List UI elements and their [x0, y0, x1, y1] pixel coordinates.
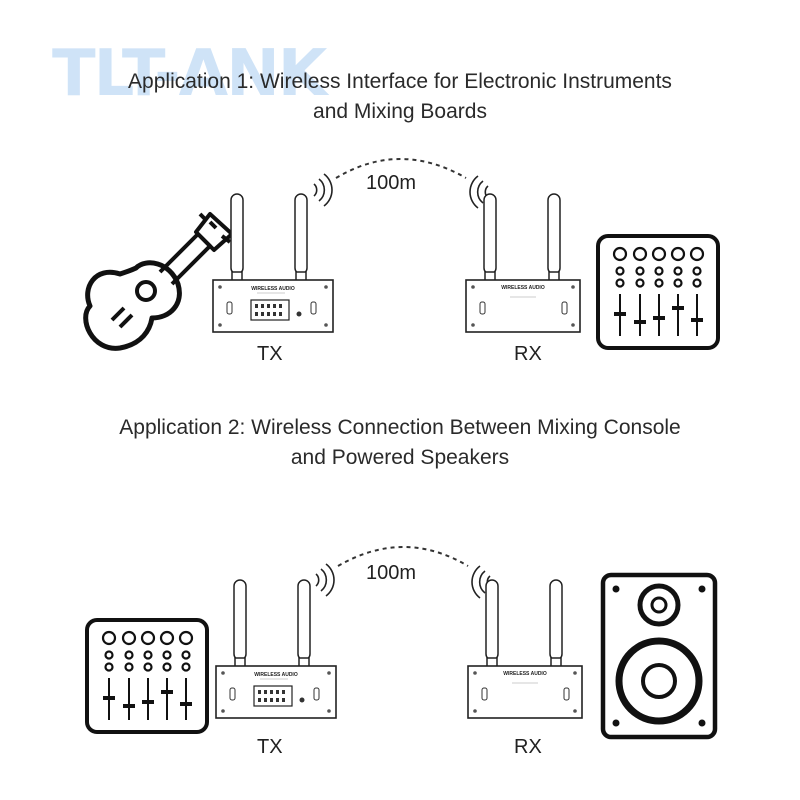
application-1-tx-label: TX	[257, 343, 283, 365]
application-1-wireless-link	[335, 158, 467, 179]
application-1-receiver	[466, 194, 580, 332]
application-2-title: Application 2: Wireless Connection Betwe…	[0, 413, 800, 473]
application-1-transmitter	[213, 194, 333, 332]
application-1-tx-brand: WIRELESS AUDIO	[251, 286, 295, 292]
mixing-board-icon	[85, 618, 209, 734]
application-2-title-line-1: Application 2: Wireless Connection Betwe…	[119, 416, 681, 439]
application-2-rx-brand: WIRELESS AUDIO	[503, 671, 547, 677]
application-1-rx-label: RX	[514, 343, 542, 365]
application-1-title-line-1: Application 1: Wireless Interface for El…	[128, 70, 672, 93]
application-2-title-line-2: and Powered Speakers	[290, 446, 510, 469]
application-2-rx-label: RX	[514, 736, 542, 758]
application-2-distance-label: 100m	[366, 562, 417, 584]
application-1-distance-label: 100m	[366, 172, 417, 194]
application-2-receiver	[468, 580, 582, 718]
application-2-wireless-link	[337, 546, 469, 567]
application-1-tx-signal-icon	[313, 173, 333, 207]
application-1-title: Application 1: Wireless Interface for El…	[0, 67, 800, 127]
application-1-title-line-2: and Mixing Boards	[313, 100, 487, 123]
application-2-tx-label: TX	[257, 736, 283, 758]
watermark-logo: TLT-ANK	[52, 37, 327, 111]
application-2-transmitter	[216, 580, 336, 718]
application-2-tx-signal-icon	[315, 563, 335, 597]
speaker-cabinet-icon	[600, 572, 718, 740]
acoustic-guitar-icon	[83, 212, 234, 351]
application-2-tx-brand: WIRELESS AUDIO	[254, 672, 298, 678]
application-1-rx-brand: WIRELESS AUDIO	[501, 285, 545, 291]
mixing-board-icon	[596, 234, 720, 350]
